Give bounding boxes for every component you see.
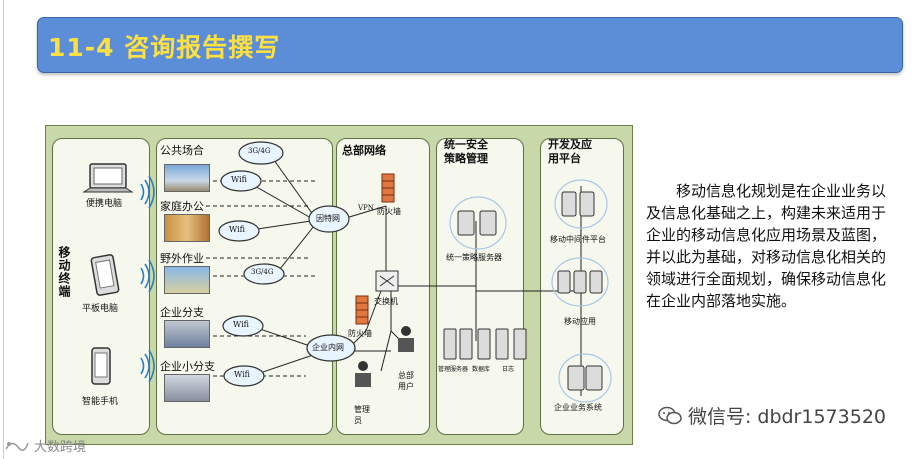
- tablet-icon: [90, 254, 120, 296]
- internet-label: 因特网: [316, 214, 340, 223]
- site-home-label: 家庭办公: [160, 200, 204, 213]
- wechat-icon: [658, 406, 682, 424]
- cloud-3g4g-top-label: 3G/4G: [248, 147, 271, 155]
- phone-icon: [91, 347, 111, 385]
- wechat-watermark: 微信号: dbdr1573520: [658, 402, 886, 429]
- tablet-label: 平板电脑: [82, 304, 119, 314]
- logo-icon: [5, 441, 29, 451]
- hq-title: 总部网络: [342, 144, 386, 157]
- hq-users-label: 总部 用户: [398, 371, 414, 391]
- switch-icon: [375, 270, 399, 292]
- admin-label: 管理 员: [354, 405, 370, 425]
- small-branch-photo: [164, 374, 210, 402]
- diagram-connections: [82, 141, 612, 403]
- signal-icon: [140, 175, 155, 383]
- mgmt-server-label: 管理服务器: [438, 366, 469, 373]
- cloud-shape: [238, 141, 284, 165]
- policy-title: 统一安全 策略管理: [444, 138, 488, 165]
- left-margin-rule: [3, 0, 4, 459]
- middleware-label: 移动中间件平台: [550, 235, 606, 244]
- switch-label: 交换机: [374, 297, 398, 306]
- site-public-label: 公共场合: [160, 144, 204, 157]
- branch-photo: [164, 320, 210, 348]
- home-photo: [164, 214, 210, 242]
- cloud-wifi-4-label: Wifi: [234, 370, 250, 379]
- intranet-label: 企业内网: [312, 343, 344, 352]
- title-bar: 11-4 咨询报告撰写: [37, 17, 903, 73]
- database-label: 数据库: [472, 366, 491, 373]
- laptop-icon: [82, 163, 134, 193]
- page-title: 11-4 咨询报告撰写: [48, 33, 281, 62]
- field-photo: [164, 266, 210, 294]
- description-text: 移动信息化规划是在企业业务以及信息化基础之上，构建未来适用于企业的移动信息化应用…: [646, 182, 887, 310]
- policy-server-label: 统一策略服务器: [446, 253, 502, 262]
- platform-title: 开发及应 用平台: [548, 138, 592, 165]
- public-photo: [164, 164, 210, 192]
- bottom-logo-text: 大数跨境: [34, 440, 87, 455]
- firewall-bottom-label: 防火墙: [348, 329, 372, 338]
- phone-label: 智能手机: [82, 397, 119, 407]
- firewall-icon: [355, 173, 395, 325]
- user-icon: [355, 326, 414, 387]
- site-field-label: 野外作业: [160, 252, 204, 265]
- site-small-branch-label: 企业小分支: [160, 360, 215, 373]
- bottom-logo: 大数跨境: [4, 436, 86, 455]
- watermark-text: 微信号: dbdr1573520: [687, 406, 886, 428]
- mobile-architecture-diagram: 便携电脑 平板电脑 智能手机 移动终端 公共场合 家庭办公 野外作业 企业分支 …: [45, 125, 633, 445]
- cloud-wifi-2-label: Wifi: [229, 225, 245, 234]
- biz-system-label: 企业业务系统: [554, 403, 602, 412]
- cloud-wifi-1-label: Wifi: [231, 175, 247, 184]
- mobile-terminal-label: 移动终端: [57, 246, 71, 298]
- cloud-3g4g-bottom-label: 3G/4G: [251, 268, 274, 276]
- laptop-label: 便携电脑: [86, 199, 123, 209]
- log-label: 日志: [502, 366, 515, 373]
- mobile-apps-label: 移动应用: [564, 317, 596, 326]
- site-branch-label: 企业分支: [160, 306, 204, 319]
- cloud-wifi-3-label: Wifi: [233, 320, 249, 329]
- firewall-top-label: 防火墙: [377, 207, 401, 216]
- vpn-label: VPN: [358, 204, 374, 212]
